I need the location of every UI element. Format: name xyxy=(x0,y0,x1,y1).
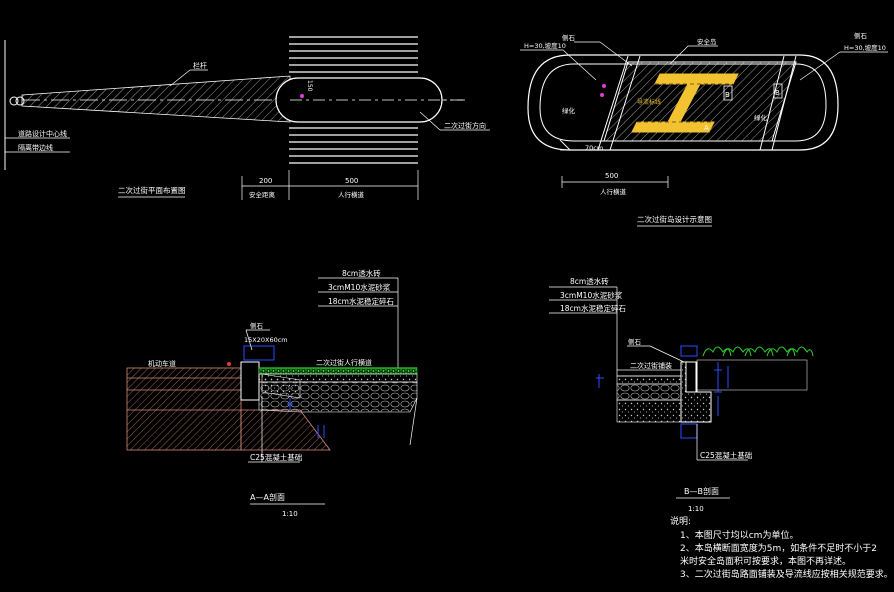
a-layer-2: 3cmM10水泥砂浆 xyxy=(328,282,391,292)
curb-label: 侧石 xyxy=(562,33,576,42)
section-b: 8cm透水砖 3cmM10水泥砂浆 18cm水泥稳定碎石 xyxy=(549,276,814,513)
section-a: 8cm透水砖 3cmM10水泥砂浆 18cm水泥稳定碎石 侧石 15X20X60… xyxy=(126,268,418,518)
island-edge-label: 隔离带边线 xyxy=(18,143,53,152)
road-center-label: 道路设计中心线 xyxy=(18,129,67,138)
crosswalk-stripes xyxy=(289,36,418,164)
left-end-label: 绿化 xyxy=(562,106,576,115)
curb-label-right: 侧石 xyxy=(854,31,868,40)
section-marker-a: A xyxy=(704,124,709,132)
a-left-label: 机动车道 xyxy=(148,359,176,368)
a-scale: 1:10 xyxy=(282,510,298,518)
dim-total: 500 xyxy=(605,172,618,180)
note-item-4: 3、二次过街岛路面铺装及导流线应按相关规范要求。 xyxy=(680,570,893,580)
a-curb-size: 15X20X60cm xyxy=(244,336,288,344)
island-width-label: 150 xyxy=(306,80,313,92)
b-layer-2: 3cmM10水泥砂浆 xyxy=(560,290,623,300)
section-marker-b2: B xyxy=(775,89,780,97)
note-item-3: 米时安全岛面积可按要求，本图不再详述。 xyxy=(680,557,852,567)
note-item-2: 2、本岛横断面宽度为5m，如条件不足时不小于2 xyxy=(680,544,877,554)
a-layer-3: 18cm水泥稳定碎石 xyxy=(328,296,394,306)
b-scale: 1:10 xyxy=(688,505,704,513)
island-label: 安全岛 xyxy=(697,37,717,46)
flow-line-label: 导流标线 xyxy=(637,98,661,106)
plan-view-title: 二次过街平面布置图 xyxy=(118,185,186,195)
b-mid-label: 二次过街铺装 xyxy=(630,361,672,370)
a-base-label: C25混凝土基础 xyxy=(250,452,302,462)
b-layer-1: 8cm透水砖 xyxy=(570,276,609,286)
section-marker-b1: B xyxy=(725,91,730,99)
dim-500: 500 xyxy=(345,177,358,185)
dim-width: 70cm xyxy=(585,144,603,152)
right-end-label: 绿化 xyxy=(754,113,768,122)
plan-view: 栏杆 150 二次过街方向 道路设计中心线 隔离带边线 200 500 安全距离… xyxy=(4,36,490,200)
dim-200: 200 xyxy=(259,177,272,185)
note-item-1: 1、本图尺寸均以cm为单位。 xyxy=(680,531,799,541)
island-plan: 导流标线 B B A 绿化 绿化 H=30,坡度10 侧石 安全岛 H=30,坡… xyxy=(520,31,888,227)
railing-label: 栏杆 xyxy=(193,61,207,70)
b-curb-label: 侧石 xyxy=(628,337,642,346)
shrubs xyxy=(702,346,814,357)
dim-total-label: 人行横道 xyxy=(600,187,627,196)
b-title: B—B剖面 xyxy=(684,486,719,496)
dim-label-left: 安全距离 xyxy=(249,190,276,199)
b-base-label: C25混凝土基础 xyxy=(700,450,752,460)
island-direction-label: 二次过街方向 xyxy=(444,121,486,130)
notes-header: 说明: xyxy=(670,517,692,527)
h-label-right: H=30,坡度10 xyxy=(844,43,886,52)
dim-label-right: 人行横道 xyxy=(338,190,365,199)
island-plan-title: 二次过街岛设计示意图 xyxy=(637,214,712,224)
h-label-left: H=30,坡度10 xyxy=(524,41,566,50)
a-right-label: 二次过街人行横道 xyxy=(316,358,372,367)
a-title: A—A剖面 xyxy=(250,492,285,502)
a-curb-label: 侧石 xyxy=(250,321,264,330)
a-layer-1: 8cm透水砖 xyxy=(342,268,381,278)
b-layer-3: 18cm水泥稳定碎石 xyxy=(560,303,626,313)
